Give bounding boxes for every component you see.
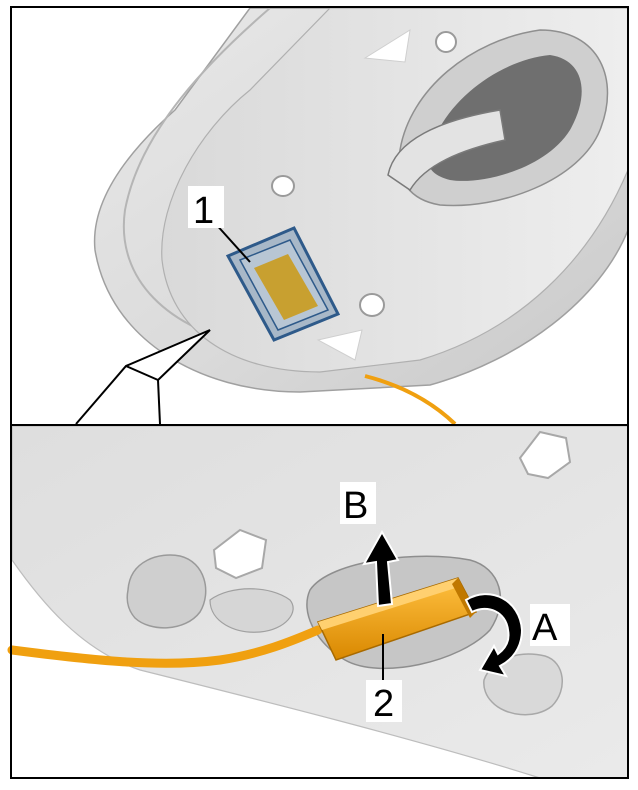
callout-a-label: A [532,607,558,649]
pry-tool-edge [125,365,159,381]
outer-frame [10,6,629,779]
curved-arrow-icon [464,593,524,678]
bottom-panel: B A 2 [7,425,629,779]
hole-1 [435,31,457,53]
housing-rim [122,7,271,346]
triangle-marker-top [363,28,411,63]
hole-5 [212,528,268,580]
bottom-cable [7,625,323,668]
straight-arrow-icon [362,529,400,608]
hole-4 [518,430,572,480]
top-panel: 1 [12,7,629,426]
mounting-slot [387,29,609,207]
pry-tool [75,329,211,425]
triangle-marker-bottom [316,329,363,361]
boss-left [126,554,207,629]
callout-2-box [366,680,402,722]
top-cable [364,374,457,426]
callout-b-label: B [343,485,368,527]
hole-3 [359,293,385,317]
callout-b-box [340,482,376,524]
boss-middle [209,588,294,633]
callout-1-box [188,186,224,228]
hole-2 [271,175,295,197]
callout-1-leader [213,221,251,263]
callout-2-label: 2 [373,683,394,725]
boss-right [483,653,563,716]
sensor-component [225,226,341,342]
callout-a-box [530,604,570,646]
callout-1-label: 1 [193,190,214,232]
